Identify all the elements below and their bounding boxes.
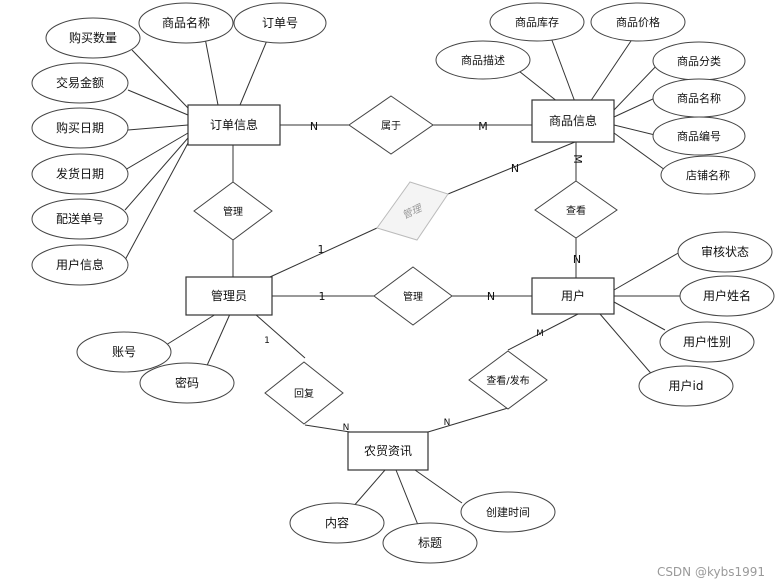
svg-text:购买日期: 购买日期 xyxy=(56,120,104,135)
attr-product-stock: 商品库存 xyxy=(489,2,585,42)
relationship-belongs-label: 属于 xyxy=(381,120,401,132)
attr-user-id: 用户id xyxy=(638,365,734,407)
relationship-belongs: 属于 xyxy=(348,95,434,155)
relationship-manage-order-label: 管理 xyxy=(223,205,243,218)
svg-text:用户姓名: 用户姓名 xyxy=(703,288,751,303)
watermark: CSDN @kybs1991 xyxy=(657,565,765,579)
relationship-view-publish-label: 查看/发布 xyxy=(486,374,529,387)
entity-news: 农贸资讯 xyxy=(347,431,429,471)
card-admin-manage-user: 1 xyxy=(319,290,326,303)
attr-product-description: 商品描述 xyxy=(435,40,531,80)
card-user-view-publish: M xyxy=(536,329,544,339)
relationship-manage-order: 管理 xyxy=(193,181,273,241)
attr-product-category: 商品分类 xyxy=(652,41,746,81)
svg-text:订单号: 订单号 xyxy=(262,16,298,30)
attr-news-created-time: 创建时间 xyxy=(460,491,556,533)
svg-text:发货日期: 发货日期 xyxy=(56,166,104,181)
attr-order-delivery-number: 配送单号 xyxy=(31,198,129,240)
svg-text:标题: 标题 xyxy=(418,536,442,550)
relationship-view-publish: 查看/发布 xyxy=(468,350,548,410)
entity-user-label: 用户 xyxy=(561,288,585,303)
attr-order-user-info: 用户信息 xyxy=(31,244,129,286)
card-product-view: M xyxy=(571,154,584,164)
card-news-reply: N xyxy=(343,423,350,433)
entity-product-label: 商品信息 xyxy=(549,113,597,128)
card-user-view: N xyxy=(573,253,581,266)
svg-text:购买数量: 购买数量 xyxy=(69,30,117,45)
attr-order-number: 订单号 xyxy=(233,2,327,44)
attr-product-price: 商品价格 xyxy=(590,2,686,42)
relationship-manage-user-label: 管理 xyxy=(403,290,423,303)
svg-text:商品名称: 商品名称 xyxy=(162,15,210,30)
card-user-manage: N xyxy=(487,290,495,303)
card-order-belongs: N xyxy=(310,120,318,133)
attr-product-name: 商品名称 xyxy=(652,78,746,118)
entity-admin: 管理员 xyxy=(185,276,273,316)
svg-text:审核状态: 审核状态 xyxy=(701,244,749,259)
attr-user-gender: 用户性别 xyxy=(659,321,755,363)
cardinality-labels: N M 1 N M N 1 N 1 N N M xyxy=(264,120,584,433)
svg-text:用户信息: 用户信息 xyxy=(56,257,104,272)
svg-text:用户性别: 用户性别 xyxy=(683,334,731,349)
svg-text:商品名称: 商品名称 xyxy=(677,91,721,105)
svg-text:密码: 密码 xyxy=(175,375,199,390)
svg-text:商品分类: 商品分类 xyxy=(677,54,721,68)
svg-text:内容: 内容 xyxy=(325,515,349,530)
entity-order-label: 订单信息 xyxy=(210,117,258,132)
svg-text:创建时间: 创建时间 xyxy=(486,505,530,519)
svg-text:配送单号: 配送单号 xyxy=(56,211,104,226)
relationship-view-label: 查看 xyxy=(566,204,586,217)
attr-user-review-status: 审核状态 xyxy=(677,231,773,273)
edges xyxy=(124,34,681,526)
svg-text:商品描述: 商品描述 xyxy=(461,53,505,67)
relationship-reply: 回复 xyxy=(264,361,344,425)
card-news-view-publish: N xyxy=(444,418,451,428)
svg-text:店铺名称: 店铺名称 xyxy=(686,168,730,182)
svg-text:用户id: 用户id xyxy=(669,378,704,393)
svg-text:商品库存: 商品库存 xyxy=(515,15,559,29)
relationship-view: 查看 xyxy=(534,180,618,239)
attr-product-store-name: 店铺名称 xyxy=(660,155,756,195)
relationship-reply-label: 回复 xyxy=(294,387,314,400)
entity-news-label: 农贸资讯 xyxy=(364,444,412,458)
attr-order-purchase-date: 购买日期 xyxy=(31,107,129,149)
attr-admin-account: 账号 xyxy=(76,331,172,373)
entity-user: 用户 xyxy=(531,277,615,315)
attr-news-content: 内容 xyxy=(289,502,385,544)
svg-text:交易金额: 交易金额 xyxy=(56,75,104,90)
card-admin-manage-product: 1 xyxy=(318,243,325,256)
card-product-belongs: M xyxy=(478,120,488,133)
attr-order-ship-date: 发货日期 xyxy=(31,153,129,195)
card-product-manage: N xyxy=(511,162,519,175)
entity-admin-label: 管理员 xyxy=(211,288,247,303)
attr-user-name: 用户姓名 xyxy=(679,275,775,317)
attr-order-quantity: 购买数量 xyxy=(45,17,141,59)
attr-admin-password: 密码 xyxy=(139,362,235,404)
attr-product-id: 商品编号 xyxy=(652,116,746,156)
entity-product: 商品信息 xyxy=(531,99,615,143)
attr-news-title: 标题 xyxy=(382,522,478,564)
relationship-manage-user: 管理 xyxy=(373,266,453,326)
attr-order-amount: 交易金额 xyxy=(31,62,129,104)
svg-text:商品价格: 商品价格 xyxy=(616,15,660,29)
relationship-manage-product: 管理 xyxy=(376,181,449,241)
attr-order-product-name: 商品名称 xyxy=(138,2,234,44)
svg-text:商品编号: 商品编号 xyxy=(677,129,721,143)
entity-order: 订单信息 xyxy=(187,104,281,146)
svg-text:账号: 账号 xyxy=(112,345,136,359)
card-admin-reply: 1 xyxy=(264,336,270,346)
